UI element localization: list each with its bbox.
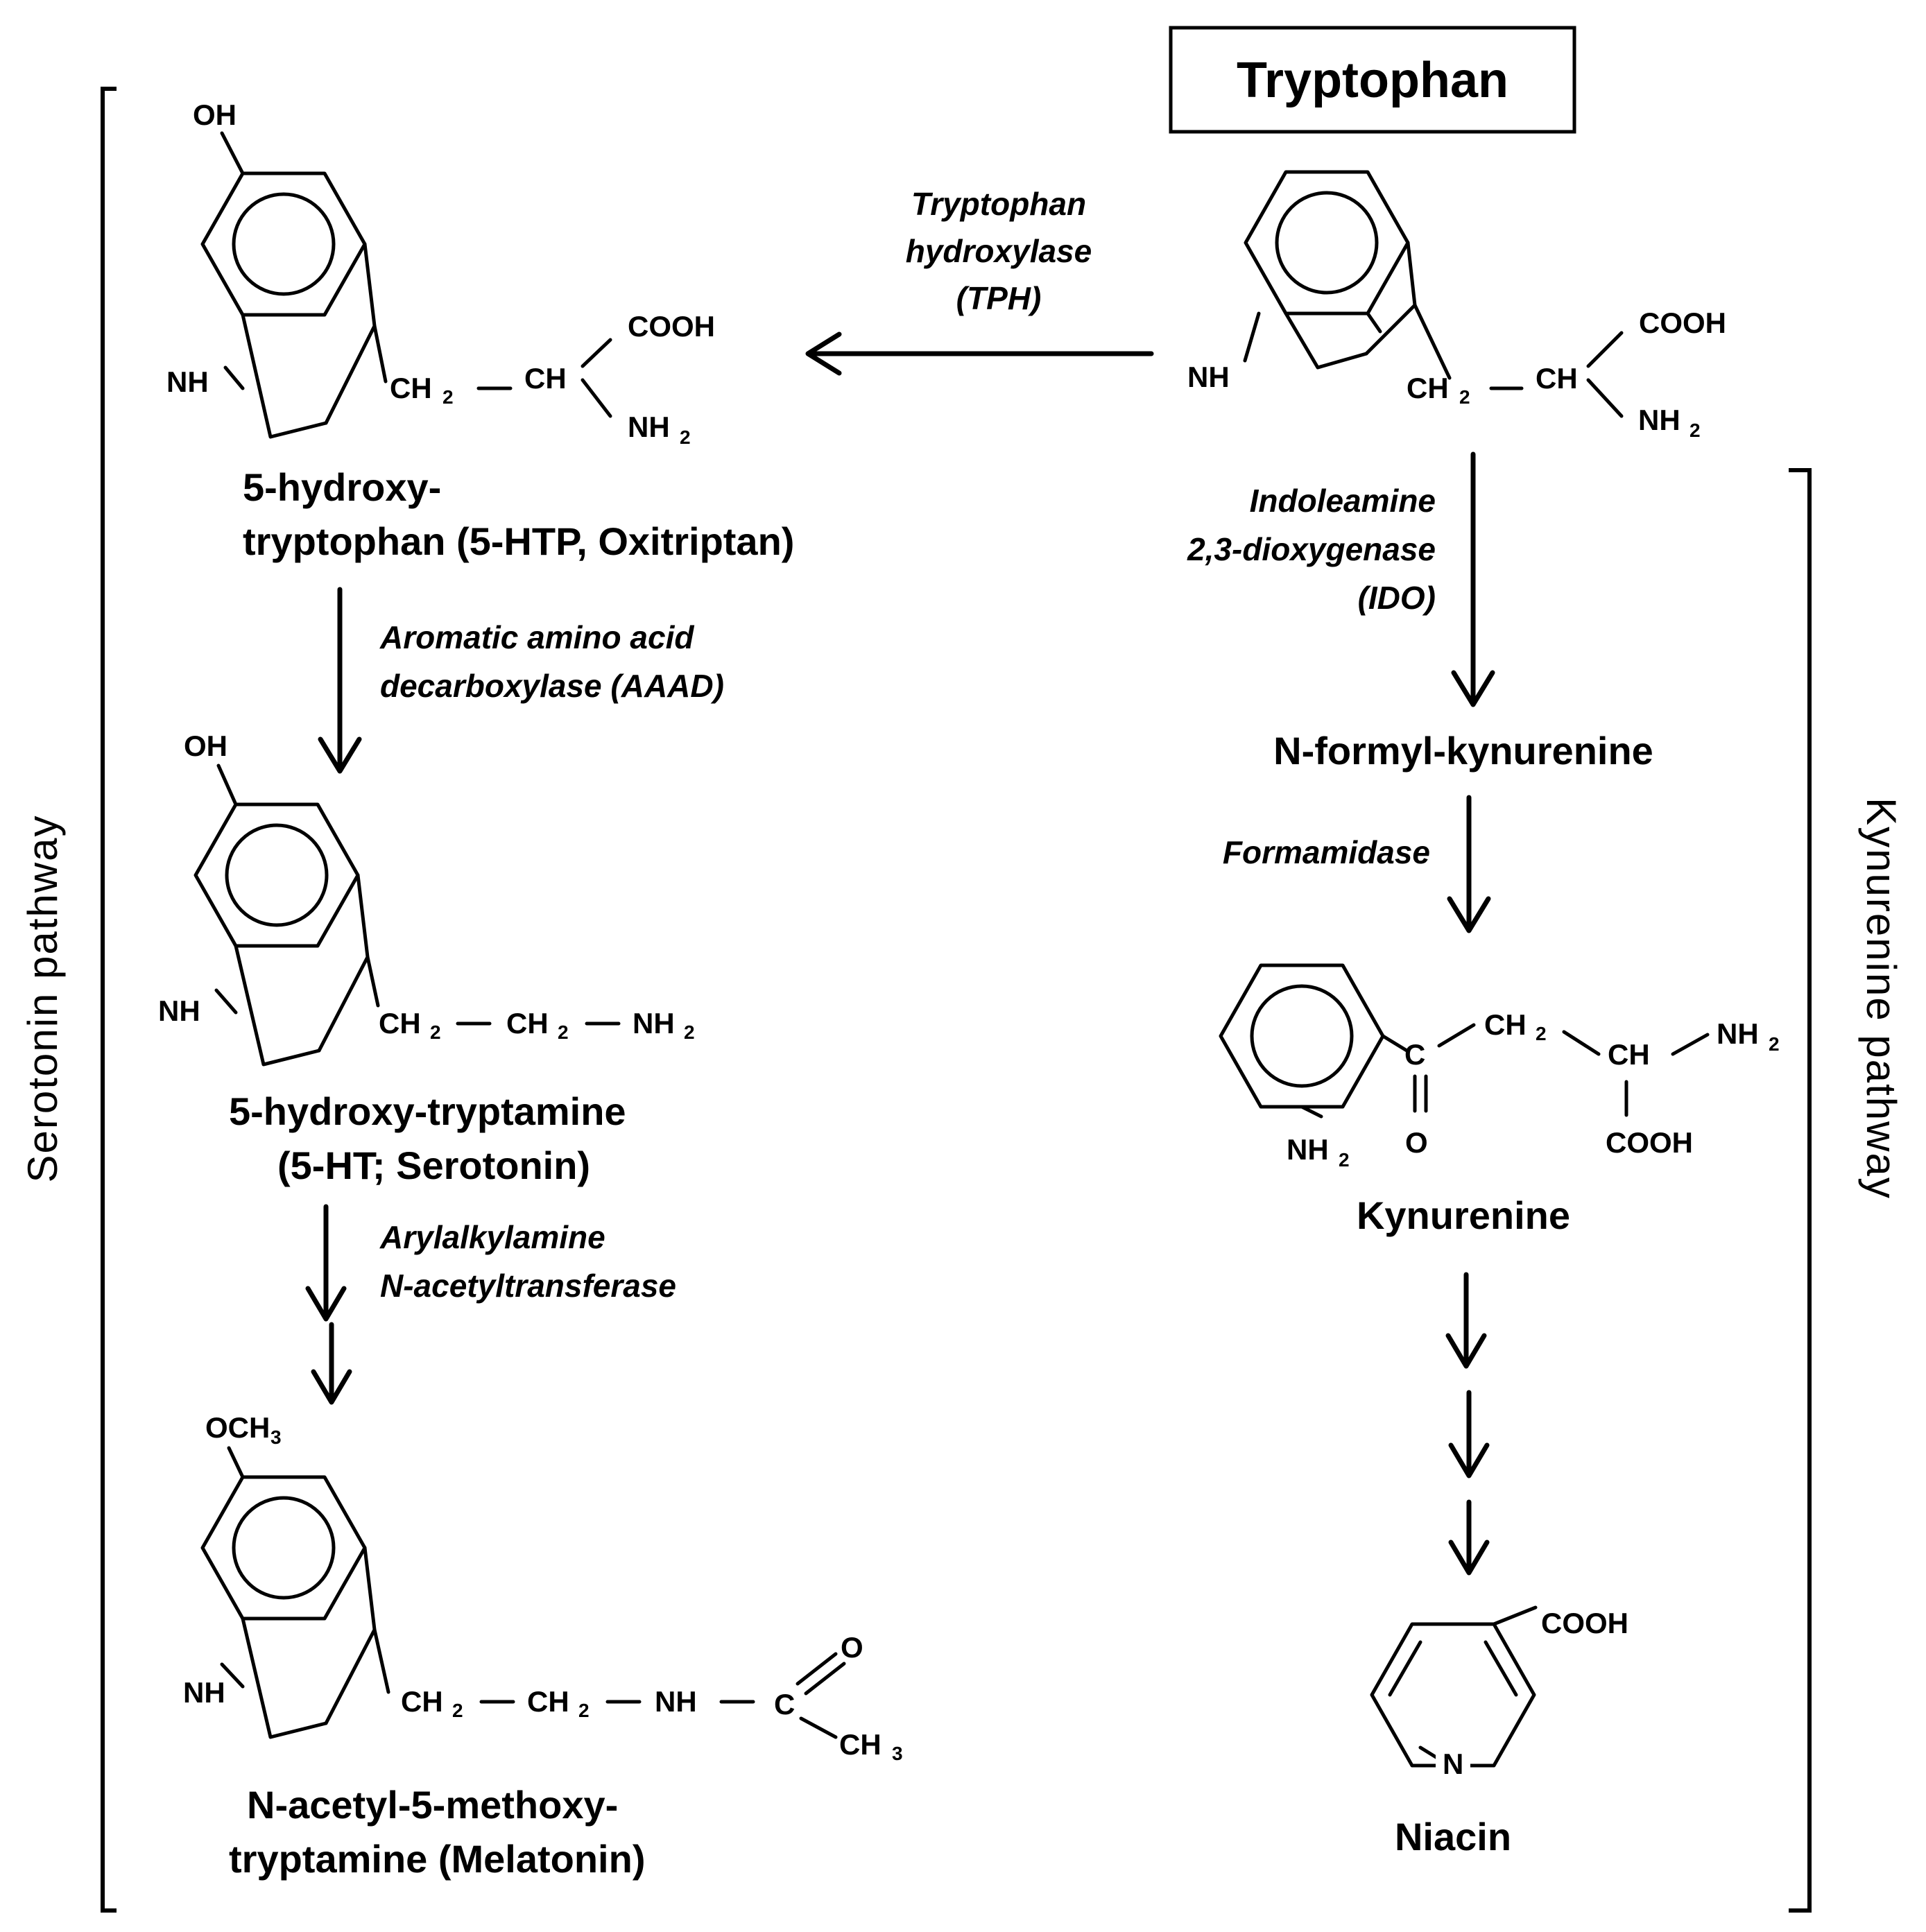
cooh-label: COOH (1639, 307, 1726, 339)
tph-arrow (805, 331, 1154, 376)
title: Tryptophan (1237, 53, 1508, 108)
nh-label: NH (158, 994, 200, 1027)
ch2-label: CH (390, 372, 432, 404)
subscript: 2 (452, 1700, 463, 1721)
o-label: O (841, 1631, 863, 1664)
nh2-label: NH (1638, 404, 1680, 436)
nh-label: NH (655, 1685, 697, 1718)
ch2-label: CH (527, 1685, 569, 1718)
oh-label: OH (193, 98, 237, 131)
ch2-label: CH (401, 1685, 443, 1718)
tph-label-line2: hydroxylase (906, 233, 1092, 269)
nh-label: NH (1187, 361, 1230, 393)
5htp-name-line1: 5-hydroxy- (243, 465, 441, 509)
nh2-label: NH (1717, 1017, 1759, 1050)
ch-label: CH (524, 362, 567, 395)
oh-label: OH (184, 730, 227, 762)
ido-arrow (1451, 451, 1495, 707)
niacin-name: Niacin (1395, 1815, 1511, 1858)
aanat-arrow (305, 1204, 352, 1405)
nh2-label: NH (1287, 1133, 1329, 1166)
serotonin-pathway-label: Serotonin pathway (19, 815, 66, 1183)
n-label: N (1443, 1748, 1463, 1780)
nh2-label: NH (633, 1007, 675, 1040)
kynurenine-structure: NH 2 C O CH 2 CH NH 2 COOH (1219, 963, 1780, 1171)
subscript: 3 (270, 1426, 282, 1448)
5htp-name-line2: tryptophan (5-HTP, Oxitriptan) (243, 519, 794, 563)
tph-label-line3: (TPH) (956, 280, 1042, 316)
ch-label: CH (1608, 1038, 1650, 1071)
subscript: 2 (442, 386, 454, 408)
ido-label-line1: Indoleamine (1250, 483, 1436, 519)
tryptophan-structure: NH CH 2 CH COOH NH 2 (1187, 170, 1726, 441)
aanat-label-line1: Arylalkylamine (379, 1219, 605, 1255)
kynurenine-pathway-label: Kynurenine pathway (1858, 797, 1904, 1200)
melatonin-name-line1: N-acetyl-5-methoxy- (247, 1783, 618, 1827)
ch2-label: CH (1407, 372, 1449, 404)
nfk-name: N-formyl-kynurenine (1273, 729, 1653, 773)
tph-label-line1: Tryptophan (911, 186, 1086, 222)
c-label: C (1404, 1038, 1425, 1071)
serotonin-name-line1: 5-hydroxy-tryptamine (229, 1089, 626, 1133)
ido-label-line2: 2,3-dioxygenase (1187, 531, 1436, 567)
nh-label: NH (183, 1676, 225, 1709)
tryptophan-title-box: Tryptophan (1169, 26, 1576, 134)
subscript: 2 (1769, 1033, 1780, 1055)
subscript: 2 (1339, 1149, 1350, 1171)
ch-label: CH (1536, 362, 1578, 395)
aaad-arrow (318, 587, 362, 774)
subscript: 2 (430, 1021, 441, 1043)
melatonin-name-line2: tryptamine (Melatonin) (229, 1837, 645, 1881)
c-label: C (774, 1688, 795, 1720)
aanat-label-line2: N-acetyltransferase (380, 1268, 676, 1304)
cooh-label: COOH (1541, 1607, 1628, 1639)
kynurenine-to-niacin-arrows (1445, 1272, 1490, 1576)
cooh-label: COOH (1606, 1126, 1693, 1159)
ch2-label: CH (506, 1007, 549, 1040)
kynurenine-name: Kynurenine (1357, 1193, 1570, 1237)
subscript: 2 (1459, 386, 1470, 408)
ch2-label: CH (1484, 1008, 1527, 1041)
subscript: 3 (892, 1743, 903, 1764)
ch2-label: CH (379, 1007, 421, 1040)
nh-label: NH (166, 365, 209, 398)
subscript: 2 (578, 1700, 590, 1721)
niacin-structure: N COOH (1370, 1605, 1628, 1781)
serotonin-name-line2: (5-HT; Serotonin) (277, 1144, 590, 1187)
subscript: 2 (1536, 1023, 1547, 1044)
subscript: 2 (1689, 420, 1701, 441)
aaad-label-line2: decarboxylase (AAAD) (380, 668, 724, 704)
serotonin-structure: OH NH CH 2 CH 2 NH 2 (158, 730, 695, 1067)
serotonin-bracket (101, 87, 117, 1913)
subscript: 2 (680, 426, 691, 448)
subscript: 2 (684, 1021, 695, 1043)
melatonin-structure: OCH 3 NH CH 2 CH 2 NH C O CH 3 (183, 1411, 903, 1764)
formamidase-label: Formamidase (1223, 834, 1430, 870)
subscript: 2 (558, 1021, 569, 1043)
nh2-label: NH (628, 411, 670, 443)
aaad-label-line1: Aromatic amino acid (379, 619, 694, 655)
5htp-structure: OH NH CH 2 CH COOH NH 2 (166, 98, 715, 448)
formamidase-arrow (1447, 795, 1491, 933)
ch3-label: CH (839, 1728, 882, 1761)
o-label: O (1405, 1126, 1428, 1159)
kynurenine-bracket (1789, 468, 1812, 1913)
cooh-label: COOH (628, 310, 715, 343)
och3-label: OCH (205, 1411, 270, 1444)
ido-label-line3: (IDO) (1358, 580, 1436, 616)
